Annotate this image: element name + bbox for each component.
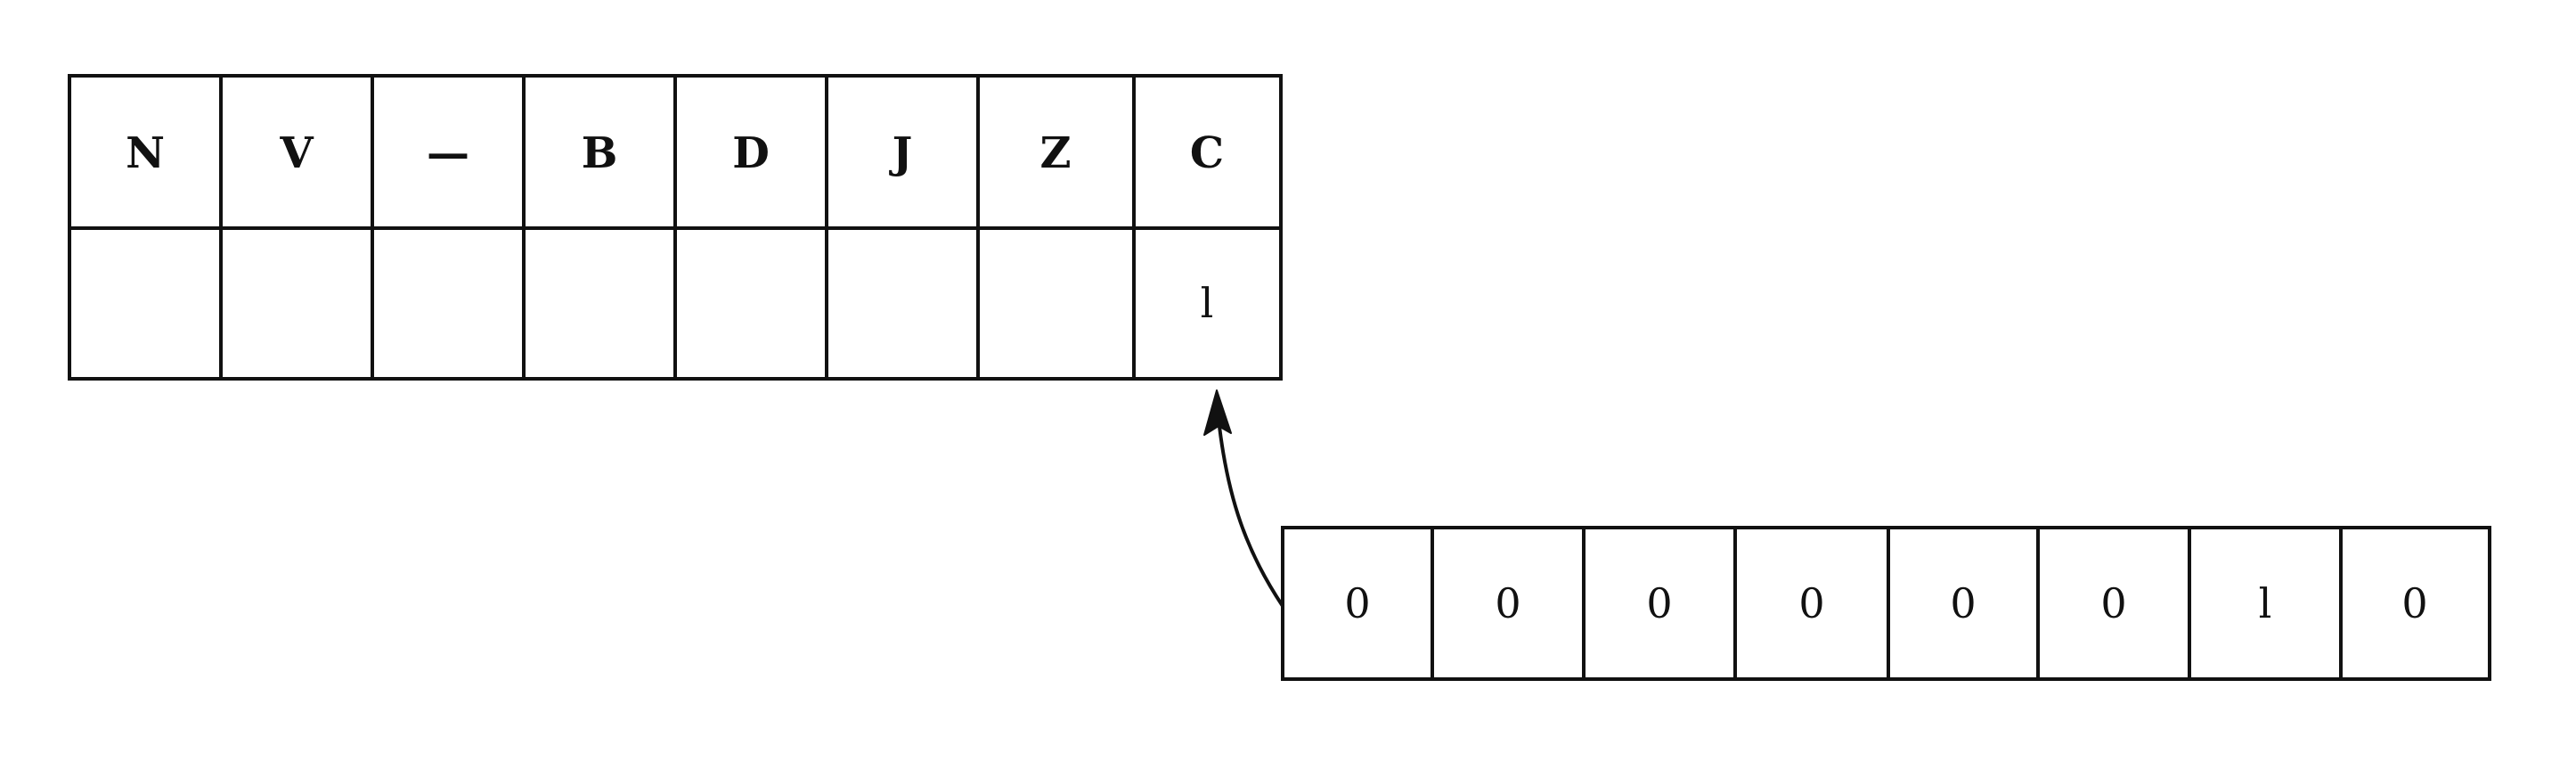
data-bit-2: 0 — [2100, 579, 2126, 627]
data-bit-6: 0 — [1495, 579, 1520, 627]
transfer-arrow-curve — [1217, 418, 1284, 608]
data-bit-3: 0 — [1950, 579, 1976, 627]
status-register — [68, 74, 1283, 381]
data-bit-1: l — [2259, 579, 2272, 627]
data-bit-0: 0 — [2401, 579, 2427, 627]
data-bit-4: 0 — [1798, 579, 1824, 627]
data-bit-7: 0 — [1344, 579, 1370, 627]
data-byte-register — [1281, 526, 2491, 681]
flag-value-c: l — [1201, 279, 1214, 327]
flag-label-v: V — [279, 128, 314, 178]
flag-label-c: C — [1190, 128, 1224, 178]
transfer-arrow — [1203, 389, 1284, 608]
data-bit-5: 0 — [1646, 579, 1672, 627]
flag-label-b: B — [582, 128, 618, 178]
flag-label-z: Z — [1039, 128, 1071, 178]
data-byte-frame — [1281, 526, 2491, 681]
flag-label-d: D — [732, 128, 770, 178]
flag-label-unused: — — [427, 128, 469, 178]
flag-label-j: J — [889, 128, 913, 178]
transfer-arrow-head — [1203, 389, 1232, 436]
flag-label-n: N — [126, 128, 165, 178]
